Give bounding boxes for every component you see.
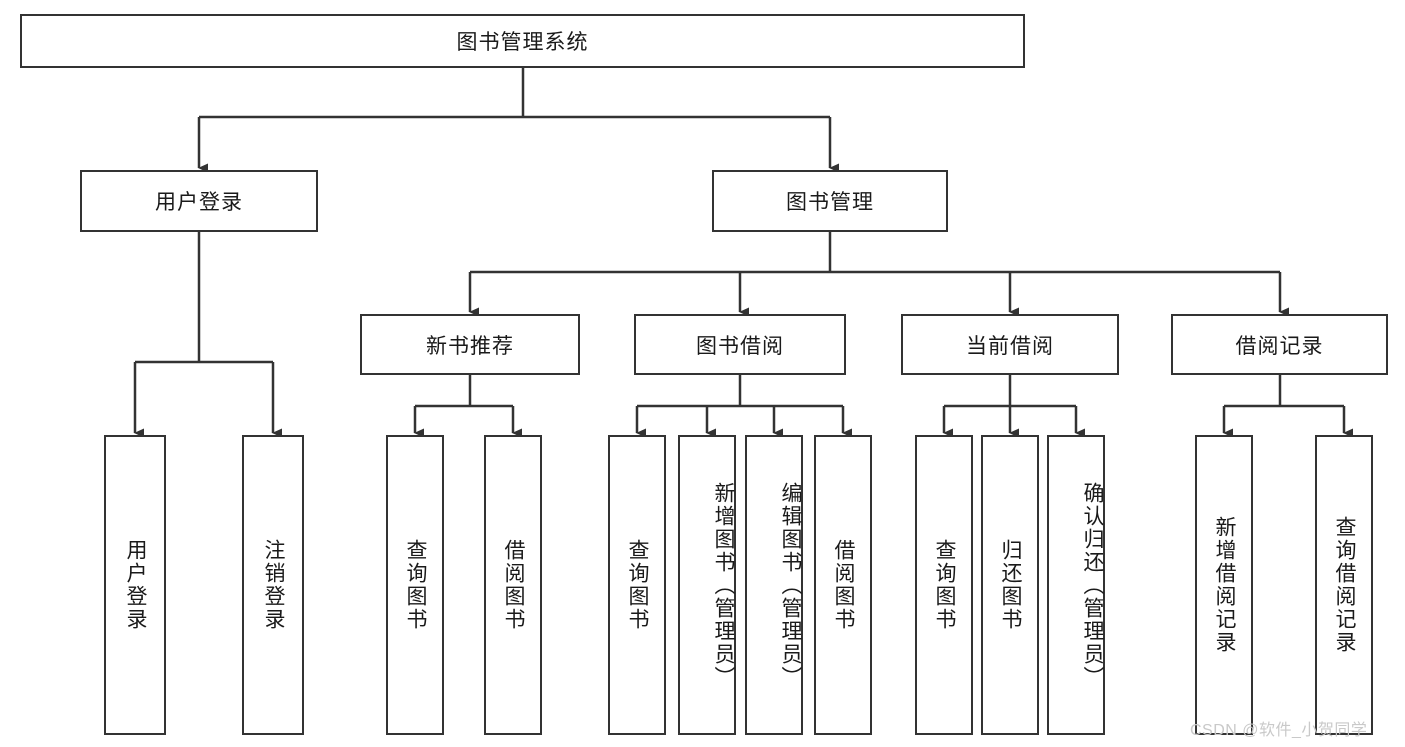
- edge-group: [133, 68, 1353, 438]
- node-leaf-add-record[interactable]: 新增借阅记录: [1195, 435, 1253, 735]
- node-leaf-confirm-return-admin[interactable]: 确认归还（管理员）: [1047, 435, 1105, 735]
- node-label: 确认归还（管理员）: [1081, 481, 1104, 689]
- node-label: 用户登录: [155, 191, 243, 214]
- node-current-borrow[interactable]: 当前借阅: [901, 314, 1119, 375]
- node-leaf-borrow-book-1[interactable]: 借阅图书: [484, 435, 542, 735]
- node-leaf-query-book-1[interactable]: 查询图书: [386, 435, 444, 735]
- node-leaf-query-record[interactable]: 查询借阅记录: [1315, 435, 1373, 735]
- node-label: 图书借阅: [696, 334, 784, 358]
- node-book-manage[interactable]: 图书管理: [712, 170, 948, 232]
- node-label: 编辑图书（管理员）: [779, 481, 802, 689]
- node-label: 图书管理系统: [456, 31, 589, 54]
- node-label: 用户登录: [124, 539, 148, 631]
- node-user-login[interactable]: 用户登录: [80, 170, 318, 232]
- node-label: 查询借阅记录: [1333, 516, 1357, 654]
- node-label: 当前借阅: [966, 334, 1054, 358]
- node-label: 新增借阅记录: [1213, 516, 1237, 654]
- node-leaf-add-book-admin[interactable]: 新增图书（管理员）: [678, 435, 736, 735]
- node-label: 新书推荐: [426, 334, 514, 358]
- node-label: 借阅图书: [832, 539, 856, 631]
- node-leaf-user-logout[interactable]: 注销登录: [242, 435, 304, 735]
- node-book-borrow[interactable]: 图书借阅: [634, 314, 846, 375]
- watermark-label: CSDN @软件_小贺同学: [1190, 722, 1368, 739]
- node-label: 归还图书: [999, 539, 1023, 631]
- node-leaf-user-login[interactable]: 用户登录: [104, 435, 166, 735]
- node-label: 图书管理: [786, 191, 874, 214]
- node-label: 查询图书: [404, 539, 428, 631]
- node-label: 借阅记录: [1235, 334, 1324, 358]
- node-label: 查询图书: [626, 539, 650, 631]
- node-label: 借阅图书: [502, 539, 526, 631]
- node-leaf-edit-book-admin[interactable]: 编辑图书（管理员）: [745, 435, 803, 735]
- node-borrow-record[interactable]: 借阅记录: [1171, 314, 1388, 375]
- node-leaf-query-book-2[interactable]: 查询图书: [608, 435, 666, 735]
- node-leaf-borrow-book-2[interactable]: 借阅图书: [814, 435, 872, 735]
- node-label: 查询图书: [933, 539, 957, 631]
- node-label: 新增图书（管理员）: [712, 481, 735, 689]
- node-leaf-query-book-3[interactable]: 查询图书: [915, 435, 973, 735]
- node-leaf-return-book[interactable]: 归还图书: [981, 435, 1039, 735]
- node-new-book-rec[interactable]: 新书推荐: [360, 314, 580, 375]
- node-root[interactable]: 图书管理系统: [20, 14, 1025, 68]
- node-label: 注销登录: [262, 539, 286, 631]
